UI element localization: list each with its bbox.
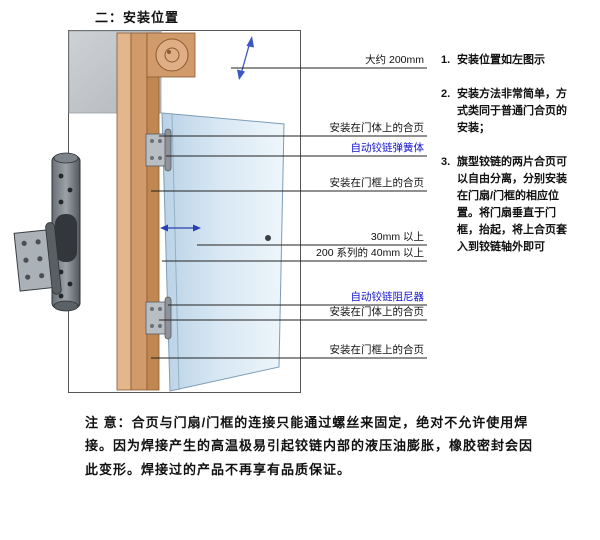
- note-number: 2.: [441, 88, 451, 100]
- note-number: 3.: [441, 156, 451, 168]
- door-handle-dot: [265, 235, 271, 241]
- callout-approx-200mm: 大约 200mm: [365, 54, 424, 66]
- hinge-photo-plate: [13, 222, 62, 295]
- callout-spring-body: 自动铰链弹簧体: [350, 142, 425, 154]
- door-panel: [161, 112, 285, 392]
- frame-top-pivot: [155, 38, 189, 72]
- note-text: 旗型铰链的两片合页可以自由分离，分别安装在门扇/门框的相应位置。将门扇垂直于门框…: [457, 156, 567, 253]
- note-text: 安装位置如左图示: [457, 54, 545, 66]
- note-text: 安装方法非常简单，方式类同于普通门合页的安装；: [457, 88, 567, 134]
- notes-list: 1. 安装位置如左图示 2. 安装方法非常简单，方式类同于普通门合页的安装； 3…: [441, 52, 599, 273]
- frame-hinge-top: [145, 128, 172, 172]
- callout-30mm-min: 30mm 以上: [370, 231, 424, 243]
- callout-lines: [151, 67, 427, 359]
- gap-dimension-arrow: [160, 224, 201, 232]
- dimension-arrow-200mm: [237, 36, 254, 80]
- note-item-3: 3. 旗型铰链的两片合页可以自由分离，分别安装在门扇/门框的相应位置。将门扇垂直…: [441, 154, 599, 256]
- page-title: 二：安装位置: [95, 10, 180, 25]
- warning-note: 注 意：合页与门扇/门框的连接只能通过螺丝来固定，绝对不允许使用焊接。因为焊接产…: [85, 415, 534, 477]
- note-number: 1.: [441, 54, 451, 66]
- callout-hinge-on-frame-bottom: 安装在门框上的合页: [329, 344, 425, 356]
- note-item-1: 1. 安装位置如左图示: [441, 52, 599, 69]
- frame-hinge-bottom: [145, 296, 172, 340]
- callout-hinge-on-door-bottom: 安装在门体上的合页: [329, 306, 425, 318]
- callout-200-series-40mm: 200 系列的 40mm 以上: [316, 247, 424, 259]
- callout-damper: 自动铰链阻尼器: [350, 291, 425, 303]
- door-frame: [116, 32, 196, 391]
- callout-hinge-on-frame-top: 安装在门框上的合页: [329, 177, 425, 189]
- note-item-2: 2. 安装方法非常简单，方式类同于普通门合页的安装；: [441, 86, 599, 137]
- callout-hinge-on-door-top: 安装在门体上的合页: [329, 122, 425, 134]
